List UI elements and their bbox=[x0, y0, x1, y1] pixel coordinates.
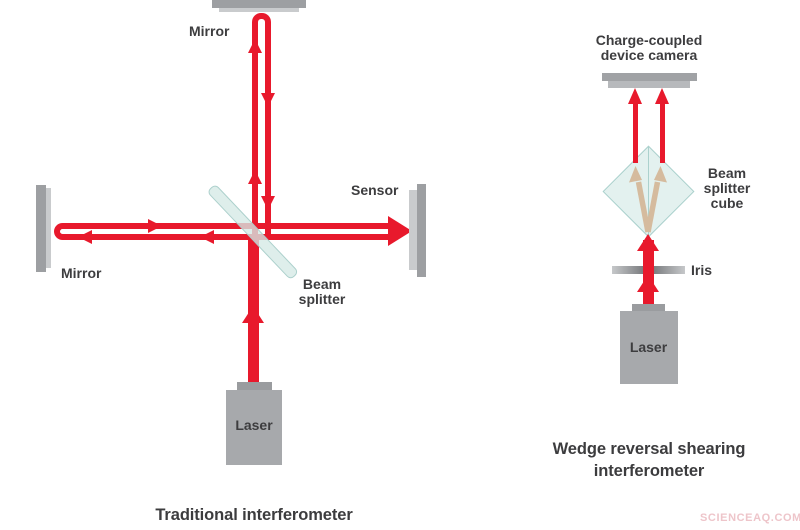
left-mirror-label: Mirror bbox=[61, 265, 102, 281]
sensor-back bbox=[417, 184, 426, 277]
top-mirror-back bbox=[212, 0, 306, 8]
camera-body bbox=[601, 73, 697, 81]
cube-label-line3: cube bbox=[710, 195, 744, 211]
cube-label-line2: splitter bbox=[703, 180, 751, 196]
camera-face bbox=[608, 81, 690, 88]
beam-splitter-label-line1: Beam bbox=[302, 276, 342, 292]
laser-aperture bbox=[236, 382, 272, 390]
left-mirror-face bbox=[45, 188, 51, 268]
cube-diagonal-line bbox=[647, 147, 649, 236]
beam-arrow-left-icon bbox=[78, 229, 92, 244]
right-diagram-title: Wedge reversal shearing interferometer bbox=[539, 438, 759, 482]
beam-arrow-up-icon bbox=[248, 170, 262, 184]
beam-arrow-right-icon bbox=[148, 219, 162, 233]
left-diagram-title: Traditional interferometer bbox=[155, 506, 353, 524]
cube-label: Beam splitter cube bbox=[692, 166, 762, 211]
ccd-camera-label-line1: Charge-coupled bbox=[595, 32, 703, 48]
laser-body bbox=[226, 390, 282, 465]
right-diagram-title-line2: interferometer bbox=[593, 462, 705, 480]
beam-arrow-up-icon bbox=[637, 234, 659, 251]
cube-internal-beams bbox=[629, 166, 667, 233]
beam-arrow-up-icon bbox=[248, 39, 262, 53]
beam-arrow-down-icon bbox=[261, 196, 275, 210]
beam-arrow-up-icon bbox=[654, 88, 669, 104]
cube-label-line1: Beam bbox=[707, 165, 747, 181]
beam-arrow-up-icon bbox=[637, 275, 659, 292]
beam-arrow-up-icon bbox=[242, 306, 264, 323]
top-mirror-face bbox=[218, 7, 299, 12]
iris-label: Iris bbox=[691, 262, 713, 278]
vertical-beam-loop bbox=[252, 12, 271, 240]
iris-right-blade bbox=[654, 266, 685, 274]
right-laser-aperture bbox=[631, 304, 665, 311]
horizontal-beam-loop bbox=[54, 223, 388, 240]
sensor-label: Sensor bbox=[351, 182, 399, 198]
output-beam-left bbox=[632, 103, 638, 163]
sensor-face bbox=[409, 190, 417, 270]
iris-left-blade bbox=[611, 266, 643, 274]
laser-label: Laser bbox=[235, 417, 273, 433]
beam-arrow-down-icon bbox=[261, 93, 275, 107]
right-laser-label: Laser bbox=[629, 339, 668, 355]
ccd-camera-label: Charge-coupled device camera bbox=[574, 33, 724, 63]
beam-arrow-up-icon bbox=[627, 88, 642, 104]
beam-arrow-left-icon bbox=[200, 229, 214, 244]
watermark: SCIENCEAQ.COM bbox=[700, 512, 800, 524]
left-mirror-back bbox=[36, 185, 46, 272]
right-laser-beam bbox=[643, 240, 654, 305]
output-beam-right bbox=[659, 103, 665, 163]
beam-splitter-label: Beam splitter bbox=[292, 277, 352, 307]
ccd-camera-label-line2: device camera bbox=[600, 47, 698, 63]
sensor-beam-arrow-icon bbox=[388, 216, 412, 246]
right-diagram-title-line1: Wedge reversal shearing bbox=[552, 440, 746, 458]
top-mirror-label: Mirror bbox=[189, 23, 230, 39]
beam-splitter-label-line2: splitter bbox=[298, 291, 346, 307]
right-laser-body bbox=[619, 311, 678, 384]
